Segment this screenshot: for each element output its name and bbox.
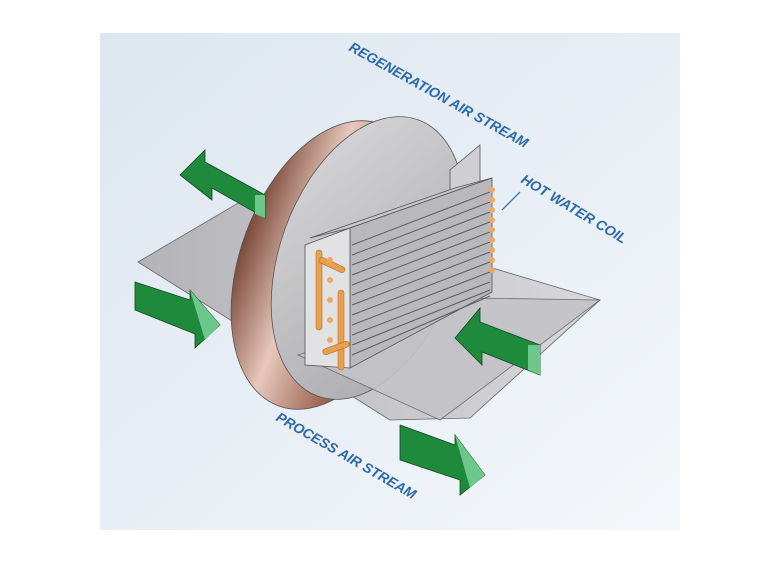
coil-pointer	[501, 191, 521, 211]
hot-water-coil	[304, 177, 521, 371]
regeneration-in-arrow	[454, 306, 541, 376]
process-out-arrow	[399, 424, 486, 496]
process-in-arrow	[134, 281, 221, 349]
regeneration-out-arrow	[179, 149, 266, 219]
